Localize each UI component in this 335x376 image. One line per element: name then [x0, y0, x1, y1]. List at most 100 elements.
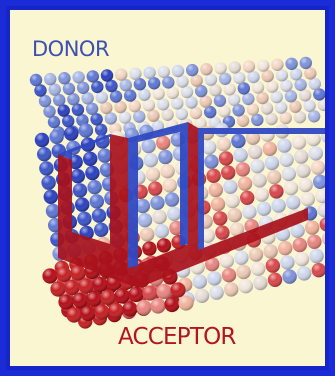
lattice-sphere-shading: [90, 194, 104, 208]
lattice-sphere-shading: [172, 65, 184, 77]
lattice-sphere-shading: [66, 307, 81, 322]
lattice-sphere-shading: [213, 211, 227, 225]
lattice-sphere-shading: [285, 58, 297, 70]
lattice-sphere-shading: [122, 301, 137, 316]
lattice-sphere-shading: [312, 263, 326, 277]
lattice-sphere-shading: [202, 140, 216, 154]
lattice-sphere-shading: [195, 289, 209, 303]
lattice-sphere-shading: [70, 265, 85, 280]
lattice-sphere-shading: [306, 132, 320, 146]
lattice-sphere-shading: [204, 154, 218, 168]
lattice-sphere-shading: [80, 306, 95, 321]
donor-label: DONOR: [32, 37, 109, 61]
lattice-sphere-shading: [248, 145, 262, 159]
lattice-sphere-shading: [228, 208, 242, 222]
lattice-sphere-shading: [215, 225, 229, 239]
lattice-sphere-shading: [140, 227, 154, 241]
lattice-sphere-shading: [311, 160, 325, 174]
lattice-sphere-shading: [115, 68, 127, 80]
lattice-sphere-shading: [86, 291, 101, 306]
lattice-sphere-shading: [78, 278, 93, 293]
lattice-sphere-shading: [44, 73, 56, 85]
lattice-sphere-shading: [309, 249, 323, 263]
lattice-sphere-shading: [234, 251, 248, 265]
lattice-sphere-shading: [298, 178, 312, 192]
lattice-sphere-shading: [317, 203, 329, 217]
lattice-sphere-shading: [315, 189, 329, 203]
lattice-sphere-shading: [233, 148, 247, 162]
lattice-sphere-shading: [42, 268, 57, 283]
lattice-sphere-shading: [87, 180, 101, 194]
lattice-sphere-shading: [30, 74, 42, 86]
lattice-sphere-shading: [243, 60, 255, 72]
lattice-sphere-shading: [313, 175, 327, 189]
lattice-sphere-shading: [193, 274, 207, 288]
lattice-sphere-shading: [128, 287, 143, 302]
lattice-sphere-shading: [284, 181, 298, 195]
lattice-sphere-shading: [170, 282, 185, 297]
lattice-sphere-shading: [186, 64, 198, 76]
lattice-sphere-shading: [87, 70, 99, 82]
lattice-sphere-shading: [164, 297, 179, 312]
lattice-sphere-shading: [263, 142, 277, 156]
lattice-sphere-shading: [108, 303, 123, 318]
lattice-sphere-shading: [297, 266, 311, 280]
lattice-sphere-shading: [142, 241, 156, 255]
lattice-sphere-shading: [238, 176, 252, 190]
lattice-sphere-shading: [163, 178, 177, 192]
lattice-sphere-shading: [50, 281, 65, 296]
lattice-sphere-shading: [200, 63, 212, 75]
lattice-sphere-shading: [219, 151, 233, 165]
lattice-sphere-shading: [158, 66, 170, 78]
lattice-sphere-shading: [282, 269, 296, 283]
lattice-sphere-shading: [236, 265, 250, 279]
lattice-sphere-shading: [155, 224, 169, 238]
lattice-sphere-shading: [209, 285, 223, 299]
lattice-sphere-shading: [64, 280, 79, 295]
lattice-sphere-shading: [114, 288, 129, 303]
lattice-sphere-shading: [294, 149, 308, 163]
lattice-sphere-shading: [148, 181, 162, 195]
lattice-sphere-shading: [98, 148, 112, 162]
lattice-sphere-shading: [320, 217, 329, 231]
lattice-sphere-shading: [295, 252, 309, 266]
lattice-sphere-shading: [158, 150, 172, 164]
lattice-sphere-shading: [221, 165, 235, 179]
lattice-sphere-shading: [58, 294, 73, 309]
lattice-sphere-shading: [224, 282, 238, 296]
lattice-sphere-shading: [178, 295, 193, 310]
lattice-sphere-shading: [143, 67, 155, 79]
lattice-sphere-shading: [146, 167, 160, 181]
lattice-sphere-shading: [242, 205, 256, 219]
lattice-sphere-shading: [251, 262, 265, 276]
lattice-sphere-shading: [309, 146, 323, 160]
lattice-sphere-shading: [101, 69, 113, 81]
lattice-sphere-shading: [286, 195, 300, 209]
lattice-sphere-shading: [231, 134, 245, 148]
lattice-sphere-shading: [94, 223, 108, 237]
lattice-sphere-shading: [266, 258, 280, 272]
lattice-sphere-shading: [141, 139, 155, 153]
lattice-sphere-shading: [37, 147, 51, 161]
lattice-sphere-shading: [263, 244, 277, 258]
lattice-sphere-shading: [165, 192, 179, 206]
lattice-sphere-shading: [223, 180, 237, 194]
lattice-sphere-shading: [267, 170, 281, 184]
lattice-sphere-shading: [49, 130, 63, 144]
lattice-sphere-shading: [280, 255, 294, 269]
lattice-sphere-shading: [250, 159, 264, 173]
lattice-sphere-shading: [240, 191, 254, 205]
lattice-sphere-shading: [279, 153, 293, 167]
lattice-sphere-shading: [249, 247, 263, 261]
lattice-sphere-shading: [142, 285, 157, 300]
lattice-sphere-shading: [129, 68, 141, 80]
lattice-sphere-shading: [83, 152, 97, 166]
lattice-sphere-shading: [217, 137, 231, 151]
lattice-sphere-shading: [293, 238, 307, 252]
acceptor-label: ACCEPTOR: [118, 324, 236, 350]
lattice-sphere-shading: [85, 166, 99, 180]
lattice-sphere-shading: [257, 59, 269, 71]
lattice-sphere-shading: [35, 133, 49, 147]
lattice-sphere-shading: [44, 190, 58, 204]
lattice-sphere-shading: [269, 184, 283, 198]
